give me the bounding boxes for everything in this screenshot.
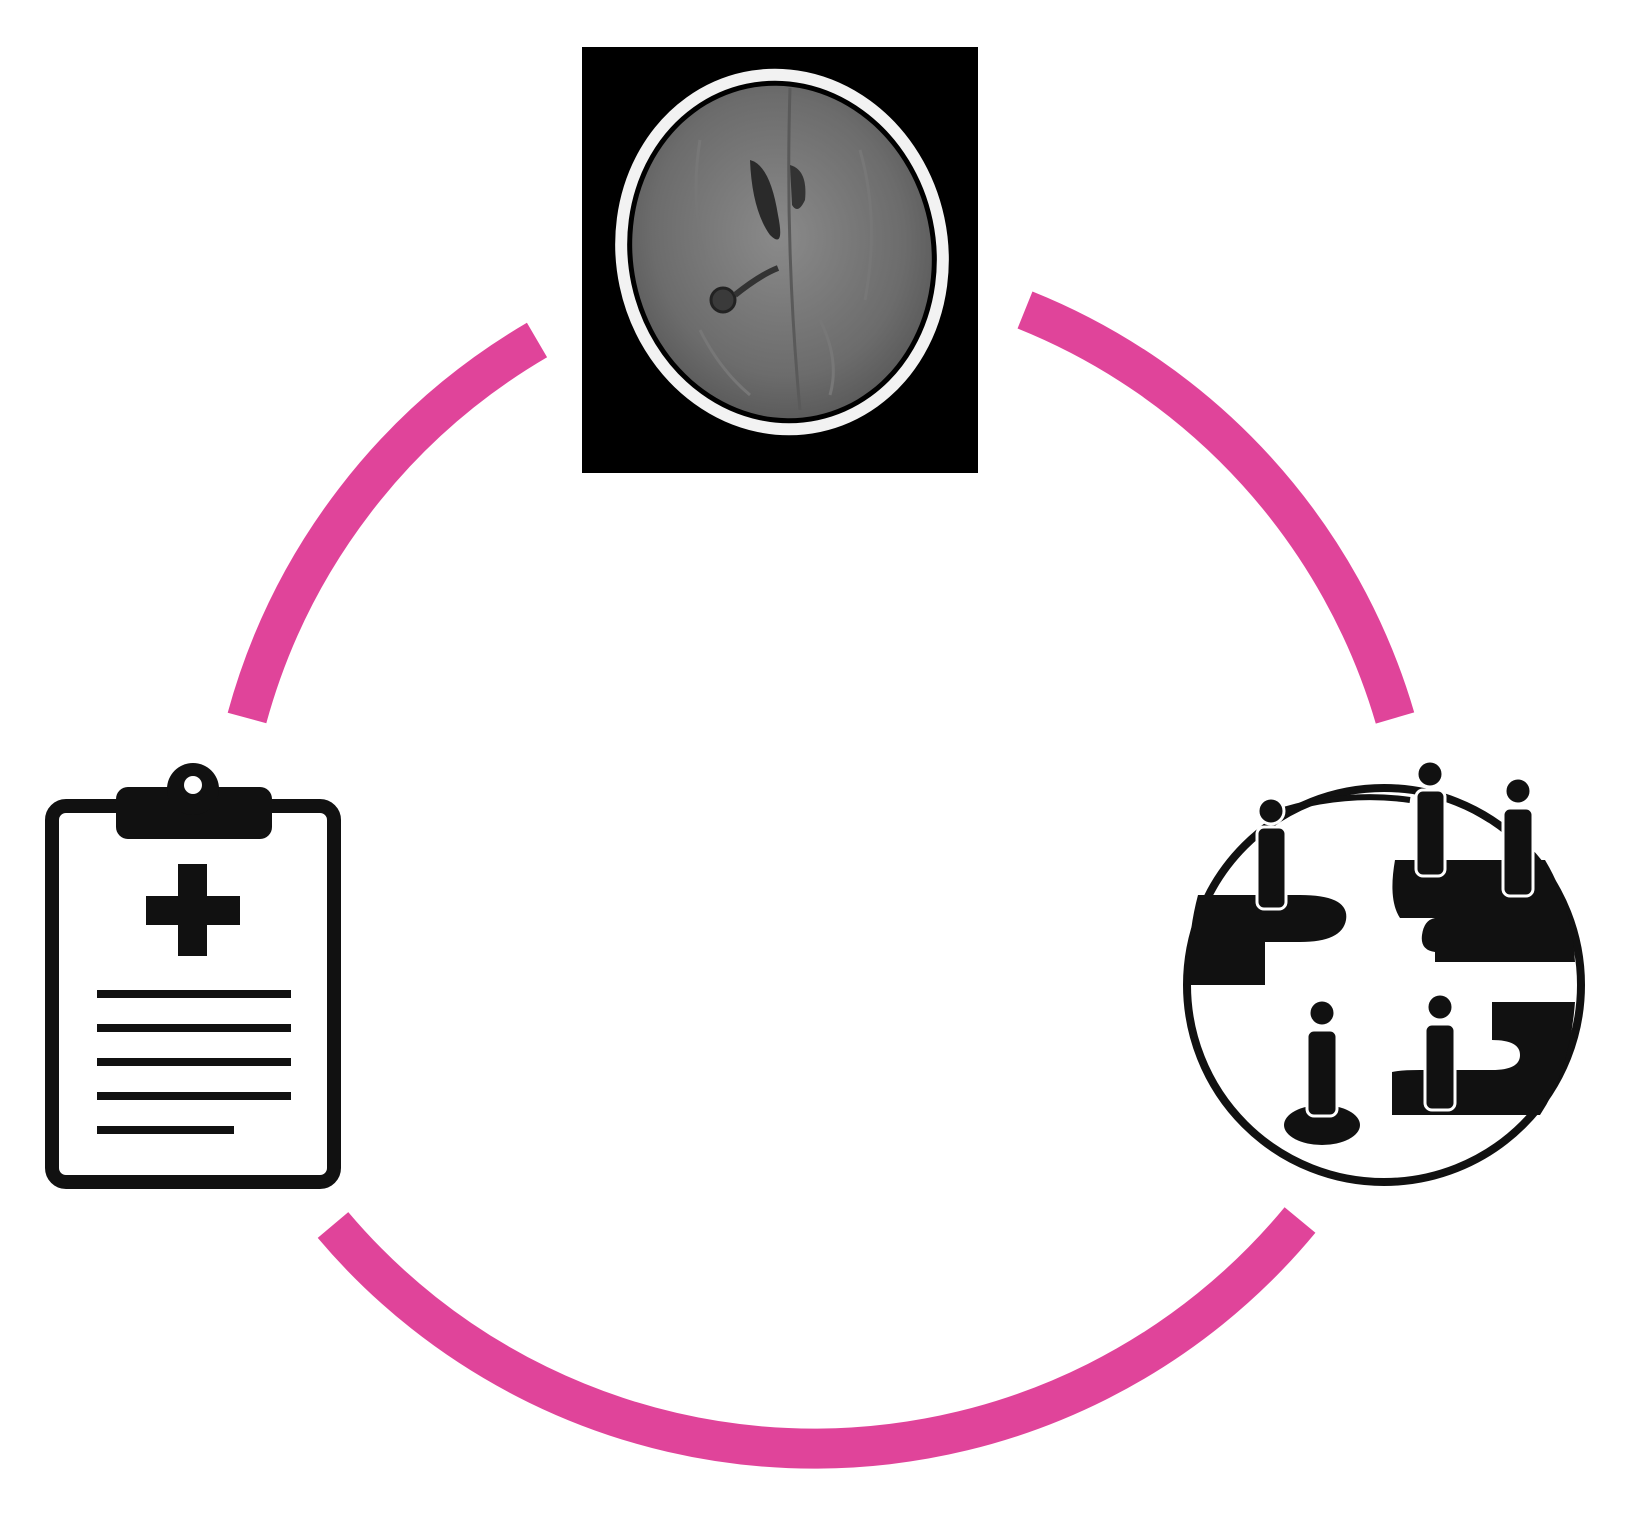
cycle-ring — [227, 291, 1415, 1469]
medical-clipboard-icon — [45, 763, 341, 1189]
brain-ct-scan-icon — [582, 47, 978, 473]
arc-scan-to-team — [1017, 291, 1415, 724]
team-puzzle-icon — [1183, 759, 1585, 1186]
arc-team-to-clipboard — [317, 1207, 1316, 1469]
arc-clipboard-to-scan — [227, 322, 548, 724]
